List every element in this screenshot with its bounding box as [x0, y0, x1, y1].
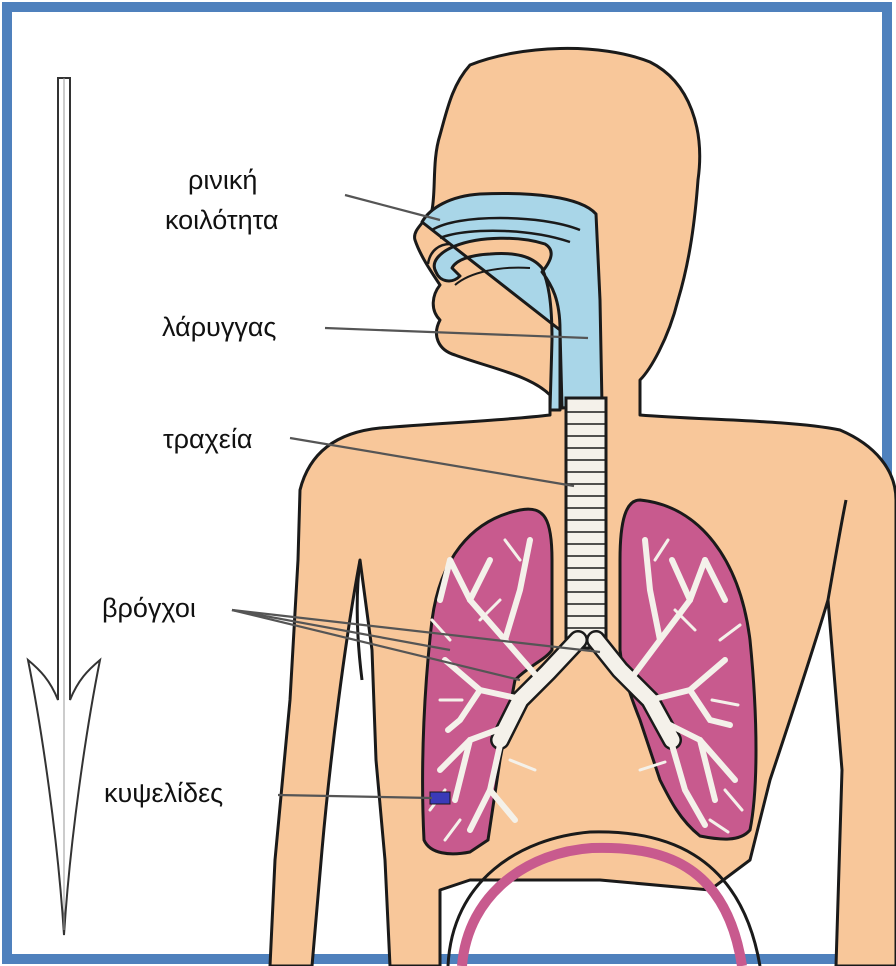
- label-larynx: λάρυγγας: [162, 312, 276, 342]
- label-nasal-cavity-line2: κοιλότητα: [165, 205, 278, 235]
- airflow-arrow: [28, 78, 100, 935]
- label-bronchi: βρόγχοι: [102, 593, 196, 623]
- label-trachea: τραχεία: [163, 424, 252, 454]
- label-nasal-cavity-line1: ρινική: [188, 165, 257, 195]
- trachea: [566, 398, 606, 648]
- alveoli-marker: [430, 792, 450, 804]
- label-alveoli: κυψελίδες: [104, 778, 223, 808]
